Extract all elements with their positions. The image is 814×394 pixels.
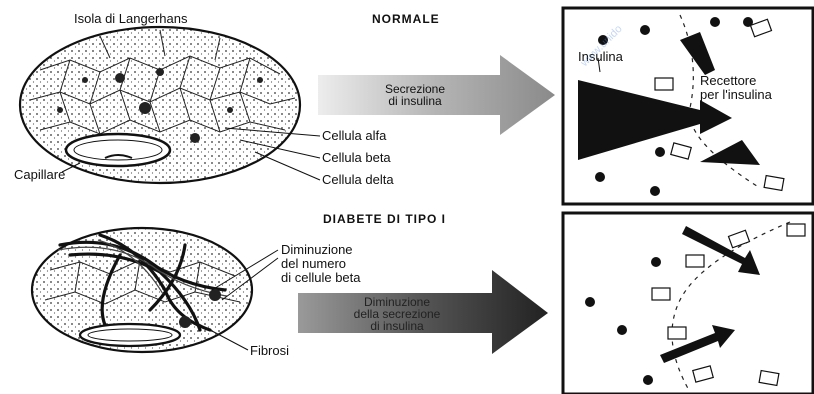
label-delta-cell: Cellula delta	[322, 173, 394, 187]
section-title-normal: NORMALE	[372, 12, 440, 26]
islet-normal	[20, 27, 320, 183]
islet-diabetes	[32, 228, 278, 352]
label-beta-cell: Cellula beta	[322, 151, 391, 165]
secretion-label-diabetes: Diminuzione della secrezione di insulina	[312, 296, 482, 332]
panel-diabetes	[563, 213, 813, 394]
label-beta-decrease: Diminuzione del numero di cellule beta	[281, 243, 361, 285]
section-title-diabetes: DIABETE DI TIPO I	[323, 212, 446, 226]
islet-title: Isola di Langerhans	[74, 12, 187, 26]
secretion-label-normal: Secrezione di insulina	[355, 83, 475, 107]
label-capillary: Capillare	[14, 168, 65, 182]
label-insulin-receptor: Recettore per l'insulina	[700, 74, 772, 102]
label-fibrosis: Fibrosi	[250, 344, 289, 358]
label-alpha-cell: Cellula alfa	[322, 129, 386, 143]
